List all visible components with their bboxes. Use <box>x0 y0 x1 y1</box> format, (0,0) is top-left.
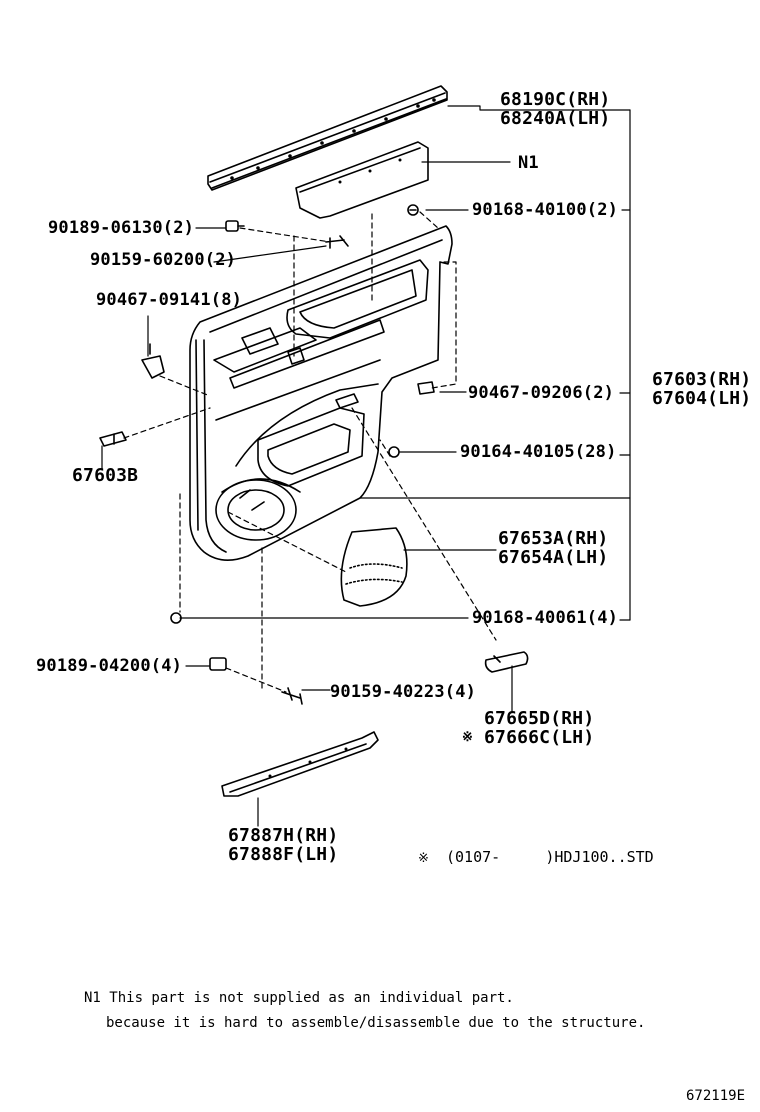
label-67603b: 67603B <box>72 465 139 486</box>
label-90159-60200: 90159-60200(2) <box>90 250 237 270</box>
label-67887h: 67887H(RH) <box>228 825 339 846</box>
label-67654a: 67654A(LH) <box>498 547 609 568</box>
label-67603: 67603(RH) <box>652 369 752 390</box>
label-n1: N1 <box>518 153 539 173</box>
label-67666c: 67666C(LH) <box>484 727 595 748</box>
label-90168-40061: 90168-40061(4) <box>472 608 619 628</box>
clip-90189-06130 <box>225 220 245 232</box>
speaker-cover <box>340 527 408 607</box>
label-68190c: 68190C(RH) <box>500 89 611 110</box>
label-90168-40100: 90168-40100(2) <box>472 200 619 220</box>
label-90467-09206: 90467-09206(2) <box>468 383 615 403</box>
clip-67603b <box>99 431 127 447</box>
label-67653a: 67653A(RH) <box>498 528 609 549</box>
screw-90159-40223 <box>281 687 303 705</box>
label-90189-04200: 90189-04200(4) <box>36 656 183 676</box>
note-n1-line1: N1 This part is not supplied as an indiv… <box>84 990 514 1006</box>
clip-90467-09206 <box>417 381 435 395</box>
leader-lines <box>101 105 631 827</box>
legend-mark: ※ <box>418 851 430 866</box>
belt-moulding-strip <box>207 85 448 191</box>
clip-90168-40100 <box>407 204 419 216</box>
label-90189-06130: 90189-06130(2) <box>48 218 195 238</box>
label-67665d: 67665D(RH) <box>484 708 595 729</box>
note-n1-line2: because it is hard to assemble/disassemb… <box>106 1015 646 1031</box>
label-67604: 67604(LH) <box>652 388 752 409</box>
inside-handle-bezel <box>484 651 529 673</box>
clip-90189-04200 <box>209 657 227 671</box>
label-67888f: 67888F(LH) <box>228 844 339 865</box>
lower-scuff-strip <box>221 731 379 797</box>
label-90467-09141: 90467-09141(8) <box>96 290 243 310</box>
label-90164-40105: 90164-40105(28) <box>460 442 617 462</box>
legend-applicability: (0107- )HDJ100..STD <box>446 848 654 866</box>
armrest-pad-n1 <box>295 141 429 219</box>
assembly-dashes <box>123 211 497 693</box>
applicability-mark: ※ <box>462 730 474 745</box>
door-trim-panel <box>189 225 453 561</box>
label-68240a: 68240A(LH) <box>500 108 611 129</box>
clip-90467-09141 <box>141 343 165 379</box>
label-90159-40223: 90159-40223(4) <box>330 682 477 702</box>
drawing-code: 672119E <box>686 1088 746 1104</box>
clip-90164-40105 <box>388 446 400 458</box>
